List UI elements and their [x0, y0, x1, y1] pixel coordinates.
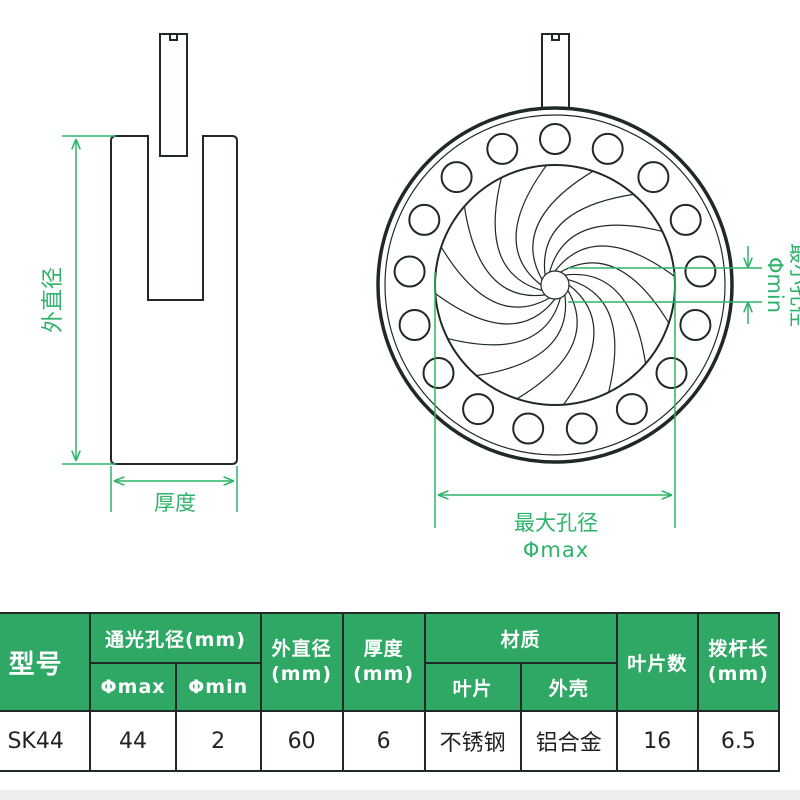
- max-aperture-symbol: Φmax: [523, 538, 589, 562]
- header-phi-min: Φmin: [174, 662, 262, 712]
- ring-hole: [408, 203, 441, 236]
- ring-hole: [669, 203, 702, 236]
- ring-hole: [422, 357, 455, 389]
- header-outer-diameter-unit: (mm): [271, 663, 333, 685]
- header-blade-count: 叶片数: [615, 612, 699, 712]
- min-aperture-symbol: Φmin: [763, 257, 787, 313]
- ring-hole: [684, 255, 717, 288]
- aperture-center: [540, 270, 570, 300]
- iris-blade: [567, 279, 616, 393]
- iris-blade: [563, 284, 595, 406]
- header-shell-material: 外壳: [519, 662, 618, 712]
- outer-diameter-label: 外直径: [41, 267, 66, 333]
- header-thickness-unit: (mm): [353, 663, 415, 685]
- ring-hole: [637, 161, 670, 194]
- header-outer-diameter-text: 外直径: [271, 638, 332, 661]
- bottom-strip: [0, 790, 800, 800]
- max-aperture-label: 最大孔径: [514, 511, 598, 535]
- side-view-body: [110, 135, 238, 465]
- header-material: 材质: [423, 612, 618, 664]
- cell-phi-max: 44: [89, 710, 177, 772]
- cell-blade-count: 16: [615, 710, 699, 772]
- thickness-label: 厚度: [154, 491, 196, 515]
- header-blade-material: 叶片: [423, 662, 522, 712]
- ring-hole: [679, 309, 712, 341]
- header-phi-max: Φmax: [89, 662, 177, 712]
- ring-hole: [615, 393, 648, 426]
- side-view: 外直径 厚度: [41, 33, 238, 515]
- iris-blade: [554, 245, 676, 277]
- side-view-lever: [159, 33, 188, 157]
- cell-lever-length: 6.5: [696, 710, 781, 772]
- front-view: 最小孔径 Φmin 最大孔径 Φmax: [376, 33, 800, 562]
- cell-thickness: 6: [341, 710, 426, 772]
- header-lever-text: 拨杆长: [708, 638, 769, 661]
- header-model: 型号: [0, 612, 92, 712]
- ring-hole: [565, 412, 598, 445]
- header-thickness-text: 厚度: [363, 638, 404, 661]
- ring-inner-edge: [384, 114, 726, 456]
- iris-blade: [440, 246, 550, 308]
- ring-holes: [393, 123, 717, 445]
- ring-hole: [398, 309, 431, 341]
- ring-hole: [591, 132, 624, 165]
- ring-hole: [539, 123, 571, 155]
- iris-blades: [434, 164, 676, 406]
- spec-table: 型号 通光孔径(mm) 外直径 (mm) 厚度 (mm) 材质 叶片数 拨杆长 …: [0, 612, 781, 772]
- iris-blade: [494, 177, 543, 291]
- header-lever-unit: (mm): [707, 663, 769, 685]
- ring-hole: [655, 357, 688, 389]
- iris-blade: [463, 206, 546, 297]
- iris-blade: [516, 290, 578, 400]
- ring-hole: [486, 132, 519, 165]
- iris-blade: [515, 164, 547, 286]
- ring-hole: [512, 412, 545, 445]
- header-clear-aperture: 通光孔径(mm): [89, 612, 262, 664]
- header-outer-diameter: 外直径 (mm): [259, 612, 344, 712]
- header-lever: 拨杆长 (mm): [696, 612, 781, 712]
- iris-blade: [564, 273, 647, 364]
- cell-shell-material: 铝合金: [519, 710, 618, 772]
- iris-blade: [434, 293, 556, 325]
- iris-blade: [549, 224, 663, 273]
- cell-outer-diameter: 60: [259, 710, 344, 772]
- cell-model: SK44: [0, 710, 92, 772]
- iris-blade: [543, 193, 634, 276]
- iris-blade: [447, 297, 561, 346]
- ring-hole: [393, 255, 426, 288]
- ring-hole: [440, 161, 473, 194]
- iris-blade: [532, 170, 594, 280]
- cell-phi-min: 2: [174, 710, 262, 772]
- technical-drawing: 外直径 厚度 最小孔径 Φmin 最大孔径 Φmax: [41, 33, 800, 562]
- header-thickness: 厚度 (mm): [341, 612, 426, 712]
- min-aperture-label: 最小孔径: [787, 243, 800, 327]
- iris-blade: [476, 294, 567, 377]
- ring-hole: [462, 393, 495, 426]
- cell-blade-material: 不锈钢: [423, 710, 522, 772]
